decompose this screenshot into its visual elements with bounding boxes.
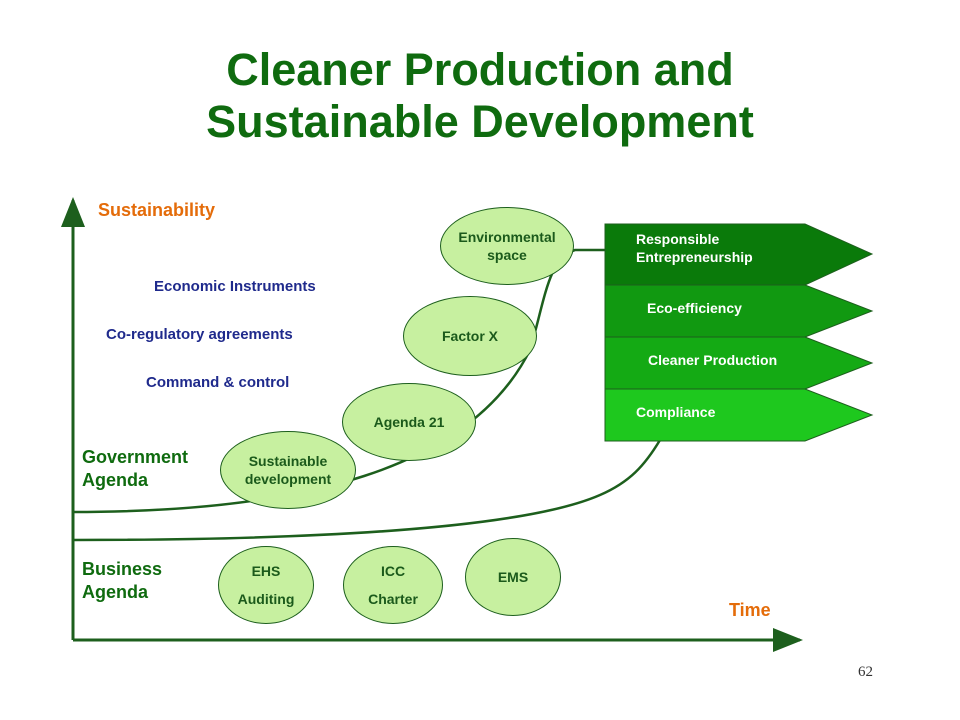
ellipse-line: Sustainable — [248, 453, 328, 469]
ellipse-line: space — [487, 247, 527, 263]
stage-arrow-eco-efficiency — [604, 284, 874, 338]
ellipse-icc-charter: ICC Charter — [343, 546, 443, 624]
title-line-2: Sustainable Development — [206, 96, 754, 147]
stage-label-eco-efficiency: Eco-efficiency — [647, 300, 742, 316]
ellipse-ehs-auditing: EHS Auditing — [218, 546, 314, 624]
business-agenda-line-1: Business — [82, 559, 163, 579]
x-axis-label: Time — [729, 600, 771, 620]
government-agenda-label: Government Agenda — [82, 446, 188, 492]
ellipse-line: Agenda 21 — [373, 414, 445, 430]
ellipse-line: Auditing — [237, 591, 295, 607]
government-agenda-line-2: Agenda — [82, 470, 149, 490]
stage-arrow-compliance — [604, 388, 874, 442]
business-curve — [72, 439, 662, 542]
ellipse-line: Charter — [368, 591, 418, 607]
ellipse-line: EHS — [251, 563, 281, 579]
ellipse-environmental-space: Environmental space — [440, 207, 574, 285]
business-agenda-line-2: Agenda — [82, 582, 149, 602]
page-number: 62 — [858, 664, 873, 680]
instrument-command-control: Command & control — [146, 374, 290, 391]
slide-title: Cleaner Production and Sustainable Devel… — [0, 44, 960, 148]
government-agenda-line-1: Government — [82, 447, 189, 467]
ellipse-line: Factor X — [441, 328, 498, 344]
ellipse-line: EMS — [497, 569, 529, 585]
stage-arrow-responsible-entrepreneurship — [604, 223, 874, 286]
ellipse-line: ICC — [380, 563, 406, 579]
stage-label-line: Responsible — [636, 231, 720, 247]
ellipse-agenda-21: Agenda 21 — [342, 383, 476, 461]
ellipse-sustainable-development: Sustainable development — [220, 431, 356, 509]
ellipse-factor-x: Factor X — [403, 296, 537, 376]
stage-label-responsible-entrepreneurship: Responsible Entrepreneurship — [636, 230, 753, 266]
instrument-co-regulatory: Co-regulatory agreements — [106, 326, 293, 343]
stage-label-cleaner-production: Cleaner Production — [648, 352, 778, 368]
stage-arrow-cleaner-production — [604, 336, 874, 390]
stage-label-line: Entrepreneurship — [636, 249, 753, 265]
instrument-economic: Economic Instruments — [154, 278, 316, 295]
business-agenda-label: Business Agenda — [82, 558, 162, 604]
y-axis-label: Sustainability — [98, 200, 216, 220]
ellipse-line: development — [244, 471, 332, 487]
ellipse-line: Environmental — [458, 229, 556, 245]
title-line-1: Cleaner Production and — [226, 44, 734, 95]
stage-label-compliance: Compliance — [636, 404, 716, 420]
ellipse-ems: EMS — [465, 538, 561, 616]
